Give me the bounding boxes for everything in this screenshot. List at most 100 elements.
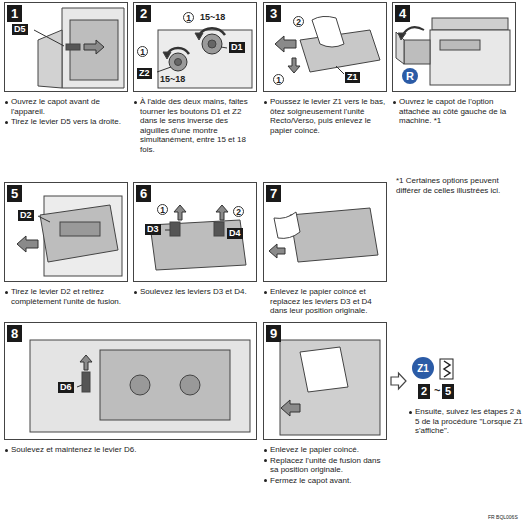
step-number-text: 9 — [270, 326, 277, 341]
part-label-text: D3 — [147, 224, 159, 235]
note-label: 15~18 — [160, 74, 185, 85]
part-label-text: D1 — [231, 42, 243, 53]
indicator-badge: R — [402, 68, 418, 84]
callout-number: 2 — [233, 206, 244, 217]
step-number-text: 8 — [11, 326, 18, 341]
part-label: D3 — [145, 224, 161, 235]
caption-list: À l'aide des deux mains, faites tourner … — [133, 97, 257, 155]
panel-frame — [4, 182, 128, 282]
indicator-text: Z1 — [417, 363, 429, 374]
step-number-text: 2 — [140, 6, 147, 21]
caption-list: Soulevez les leviers D3 et D4. — [133, 287, 257, 297]
indicator-badge: Z1 — [412, 357, 434, 379]
callout-number: 1 — [157, 204, 168, 215]
callout-number-text: 2 — [294, 17, 303, 28]
step-number: 3 — [266, 5, 281, 22]
step-number-text: 3 — [270, 6, 277, 21]
step-reference: 5 — [442, 384, 454, 399]
instruction-text: Replacez l'unité de fusion dans sa posit… — [263, 456, 387, 475]
caption-list: Enlevez le papier coincé et replacez les… — [263, 287, 387, 316]
step-panel: Ouvrez le capot de l'option attachée au … — [392, 2, 516, 126]
panel-6-art — [150, 205, 246, 270]
part-label-text: Z2 — [139, 68, 150, 79]
instruction-text: Ouvrez le capot de l'option attachée au … — [392, 97, 516, 126]
caption-list: Soulevez et maintenez le levier D6. — [4, 445, 257, 455]
step-panel: À l'aide des deux mains, faites tourner … — [133, 2, 257, 155]
step-number-text: 6 — [140, 186, 147, 201]
step-reference-text: 5 — [445, 385, 451, 398]
panel-4-art — [396, 18, 510, 85]
footnote: *1 Certaines options peuvent différer de… — [396, 176, 522, 195]
callout-number: 2 — [293, 16, 304, 27]
panel-8-art — [30, 340, 250, 432]
panel-frame — [4, 2, 128, 92]
instruction-text: Fermez le capot avant. — [263, 476, 387, 486]
callout-number-text: 2 — [234, 207, 243, 218]
panel-7-art — [269, 208, 378, 262]
part-label-text: D2 — [20, 210, 32, 221]
instruction-text: Ouvrez le capot avant de l'appareil. — [4, 97, 128, 116]
part-label: D1 — [229, 42, 245, 53]
panel-frame — [263, 322, 387, 440]
step-number: 2 — [136, 5, 151, 22]
part-label: D5 — [12, 24, 28, 35]
caption-list: Poussez le levier Z1 vers le bas, ôtez s… — [263, 97, 387, 135]
instruction-text: Tirez le levier D2 et retirez complèteme… — [4, 287, 128, 306]
part-label-text: Z1 — [347, 72, 358, 83]
instruction-text: Soulevez les leviers D3 et D4. — [133, 287, 257, 297]
step-number: 1 — [7, 5, 22, 22]
part-label-text: D6 — [60, 382, 72, 393]
step-number: 8 — [7, 325, 22, 342]
instruction-text: Poussez le levier Z1 vers le bas, ôtez s… — [263, 97, 387, 135]
step-number-text: 7 — [270, 186, 277, 201]
caption-list: Ensuite, suivez les étapes 2 à 5 de la p… — [408, 407, 525, 436]
step-number-text: 5 — [11, 186, 18, 201]
step-panel: Ouvrez le capot avant de l'appareil.Tire… — [4, 2, 128, 127]
hollow-arrow — [391, 373, 406, 389]
step-reference: 2 — [418, 384, 430, 399]
step-panel: Soulevez les leviers D3 et D4. 61D3 2D4 — [133, 182, 257, 297]
instruction-text: Enlevez le papier coincé et replacez les… — [263, 287, 387, 316]
callout-number-text: 1 — [184, 13, 193, 24]
step-number: 9 — [266, 325, 281, 342]
step-reference-text: 2 — [421, 385, 427, 398]
step-number-text: 4 — [399, 6, 406, 21]
callout-number-text: 1 — [138, 47, 147, 58]
step-number: 5 — [7, 185, 22, 202]
panel-frame — [263, 182, 387, 282]
step-panel: Soulevez et maintenez le levier D6. 8D6 — [4, 322, 257, 455]
step-panel: Tirez le levier D2 et retirez complèteme… — [4, 182, 128, 306]
jam-icon — [440, 359, 453, 379]
part-label: Z1 — [345, 72, 360, 83]
callout-number: 1 — [137, 46, 148, 57]
next-step-box: Ensuite, suivez les étapes 2 à 5 de la p… — [408, 355, 525, 436]
panel-frame — [4, 322, 257, 440]
caption-list: Enlevez le papier coincé.Replacez l'unit… — [263, 445, 387, 485]
panel-1-art — [34, 8, 124, 88]
part-label: D6 — [58, 382, 74, 393]
step-number-text: 1 — [11, 6, 18, 21]
panel-9-art — [280, 340, 380, 435]
instruction-text: À l'aide des deux mains, faites tourner … — [133, 97, 257, 155]
part-label: Z2 — [137, 68, 152, 79]
step-panel: Enlevez le papier coincé et replacez les… — [263, 182, 387, 316]
part-label-text: D5 — [14, 24, 26, 35]
step-number: 7 — [266, 185, 281, 202]
step-number: 6 — [136, 185, 151, 202]
caption-list: Ouvrez le capot avant de l'appareil.Tire… — [4, 97, 128, 127]
callout-number-text: 1 — [158, 205, 167, 216]
panel-3-art — [275, 16, 380, 74]
note-label: 15~18 — [200, 12, 225, 23]
document-code: FR BQL006S — [488, 514, 518, 520]
caption-list: Tirez le levier D2 et retirez complèteme… — [4, 287, 128, 306]
callout-number-text: 1 — [274, 75, 283, 86]
callout-number: 1 — [273, 74, 284, 85]
instruction-text: Enlevez le papier coincé. — [263, 445, 387, 455]
part-label: D4 — [227, 228, 243, 239]
instruction-text: Soulevez et maintenez le levier D6. — [4, 445, 257, 455]
caption-list: Ouvrez le capot de l'option attachée au … — [392, 97, 516, 126]
note-label: ~ — [434, 384, 440, 397]
step-panel: Poussez le levier Z1 vers le bas, ôtez s… — [263, 2, 387, 135]
panel-2-art — [157, 28, 252, 88]
instruction-text: Tirez le levier D5 vers la droite. — [4, 117, 128, 127]
